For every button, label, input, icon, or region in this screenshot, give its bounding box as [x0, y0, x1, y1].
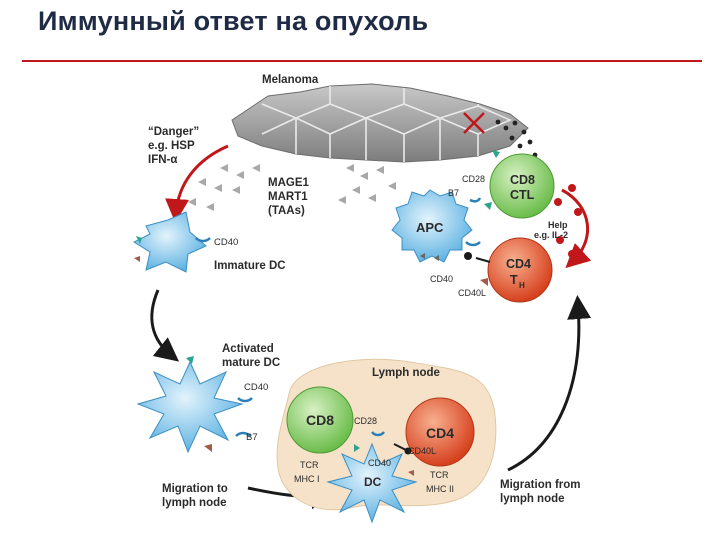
- apc-antigen-1: [420, 253, 425, 259]
- cd4-th-subscript: H: [519, 281, 525, 290]
- mhc1-label: MHC I: [294, 474, 320, 484]
- apc-antigen-2: [434, 255, 439, 261]
- activated-dc-label-line1: Activated: [222, 343, 274, 355]
- il2-particles: [554, 184, 582, 258]
- cd40l-dot-top: [464, 252, 472, 260]
- danger-label-line1: “Danger”: [148, 126, 199, 138]
- cd40l-ligand-dot: [404, 447, 412, 455]
- b7-label-top: B7: [448, 188, 459, 198]
- mhc2-receptor-top: [480, 278, 488, 286]
- lymph-node-label: Lymph node: [372, 367, 440, 379]
- dc-label-lymph: DC: [364, 475, 382, 489]
- apc-cell: [391, 189, 473, 263]
- b7-label-activated: B7: [246, 432, 258, 443]
- title-divider: [22, 60, 702, 62]
- help-arrow: [561, 188, 592, 269]
- danger-label-line2: e.g. HSP: [148, 140, 195, 152]
- cd28-label-lymph: CD28: [354, 416, 377, 426]
- cd8-cell-lymph: [286, 386, 354, 454]
- cd4-th-cell: [487, 237, 553, 303]
- cd40-label-activated: CD40: [244, 382, 268, 393]
- cd8-ctl-cell: [489, 153, 555, 219]
- melanoma-tissue: [231, 83, 538, 163]
- cd4-label-lymph: CD4: [426, 425, 454, 441]
- antigen-triangles: [188, 164, 396, 211]
- tcr-label-right: TCR: [430, 470, 449, 480]
- tcr-mhc1-receptor: [354, 444, 360, 452]
- tcr-receptor-top: [484, 202, 492, 210]
- cd40l-label-top: CD40L: [458, 288, 486, 298]
- page-title: Иммунный ответ на опухоль: [38, 6, 429, 36]
- tcr-mhc2-receptor: [408, 470, 414, 476]
- tumor-tcr-receptor: [492, 150, 500, 158]
- cd8-label-lymph: CD8: [306, 412, 334, 428]
- activated-dc-label-line2: mature DC: [222, 357, 280, 369]
- taas-label-line2: MART1: [268, 191, 308, 203]
- cd40-cd40l-bond-top: [475, 257, 491, 263]
- cd4-th-label-line2: T: [510, 273, 518, 287]
- cd8-ctl-label-line1: CD8: [510, 173, 535, 187]
- mhc2-label: MHC II: [426, 484, 454, 494]
- b7-cd28-receptor-top: [469, 197, 482, 203]
- dc-cell-lymph: [326, 442, 418, 524]
- immature-dc-cell: [132, 211, 211, 273]
- help-label-line1: Help: [548, 220, 568, 230]
- migration-to-label-line2: lymph node: [162, 497, 227, 509]
- migration-from-label-line2: lymph node: [500, 493, 565, 505]
- taas-label-line3: (TAAs): [268, 205, 305, 217]
- migration-from-label-line1: Migration from: [500, 479, 581, 491]
- melanoma-label: Melanoma: [262, 74, 319, 86]
- migration-from-arrow: [507, 295, 592, 472]
- cd40-label-top: CD40: [430, 274, 453, 284]
- migration-to-label-line1: Migration to: [162, 483, 228, 495]
- apc-label: APC: [416, 220, 444, 235]
- danger-label-line3: IFN-α: [148, 154, 177, 166]
- cd40-receptor-top: [465, 241, 481, 247]
- help-label-line2: e.g. IL-2: [534, 230, 568, 240]
- tcr-label-left: TCR: [300, 460, 319, 470]
- cd40-label-lymph: CD40: [368, 458, 391, 468]
- taas-label-line1: MAGE1: [268, 177, 310, 189]
- danger-arrow: [165, 144, 229, 223]
- maturation-arrow: [150, 289, 180, 362]
- cd40l-label-lymph: CD40L: [408, 446, 436, 456]
- cd40-cd40l-bond: [393, 443, 407, 451]
- cd8-ctl-label-line2: CTL: [510, 188, 535, 202]
- cd4-cell-lymph: [405, 397, 475, 467]
- activated-dc-cell: [136, 356, 253, 454]
- cd28-label-top: CD28: [462, 174, 485, 184]
- cd4-th-label-line1: CD4: [506, 257, 531, 271]
- immature-dc-label: Immature DC: [214, 260, 286, 272]
- cd40-label-immature: CD40: [214, 237, 238, 248]
- cd28-b7-receptor: [371, 431, 385, 437]
